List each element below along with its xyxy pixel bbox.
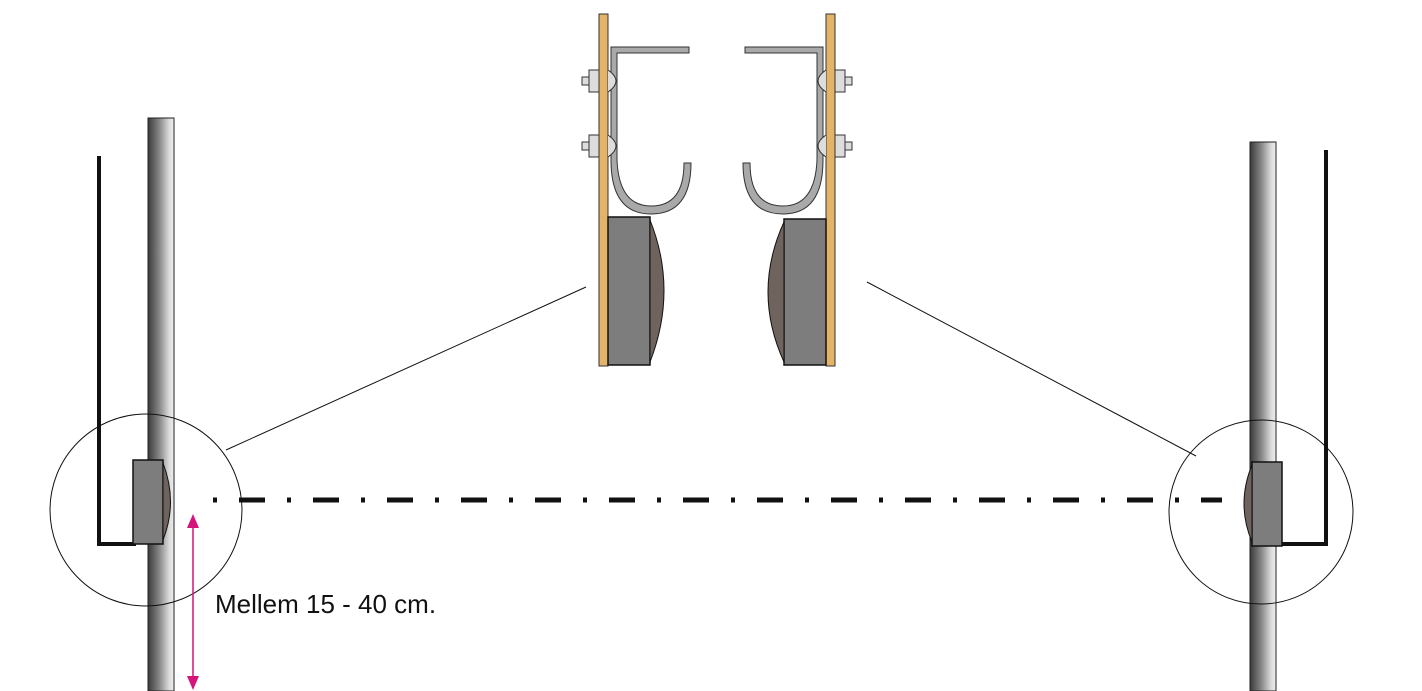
dimension-arrow — [187, 514, 199, 690]
right-zoom-line — [866, 281, 1197, 457]
left-bolt-top-icon — [581, 69, 617, 93]
left-zoom-line — [225, 286, 587, 451]
left-transmitter-body — [607, 216, 651, 366]
right-receiver-body — [783, 218, 827, 366]
right-pole — [1249, 141, 1277, 691]
left-magnifier-circle — [49, 413, 243, 607]
left-pole — [147, 117, 175, 691]
right-bracket-rod — [1282, 150, 1328, 546]
right-receiver-lens — [767, 221, 785, 363]
left-transmitter-lens — [649, 219, 665, 363]
right-sensor — [1243, 461, 1283, 547]
right-magnifier-circle — [1168, 419, 1354, 605]
left-bolt-bottom-icon — [581, 134, 617, 158]
enlarged-right-assembly — [742, 13, 853, 367]
left-bracket-rod — [97, 156, 136, 546]
distance-label: Mellem 15 - 40 cm. — [215, 589, 437, 619]
right-bolt-top-icon — [817, 69, 853, 93]
right-bolt-bottom-icon — [817, 134, 853, 158]
left-sensor — [132, 459, 171, 545]
left-mount-plate — [598, 13, 609, 367]
right-mount-plate — [825, 13, 836, 367]
right-hook-bracket — [742, 46, 824, 215]
left-hook-bracket — [610, 46, 692, 215]
enlarged-left-assembly — [581, 13, 692, 367]
